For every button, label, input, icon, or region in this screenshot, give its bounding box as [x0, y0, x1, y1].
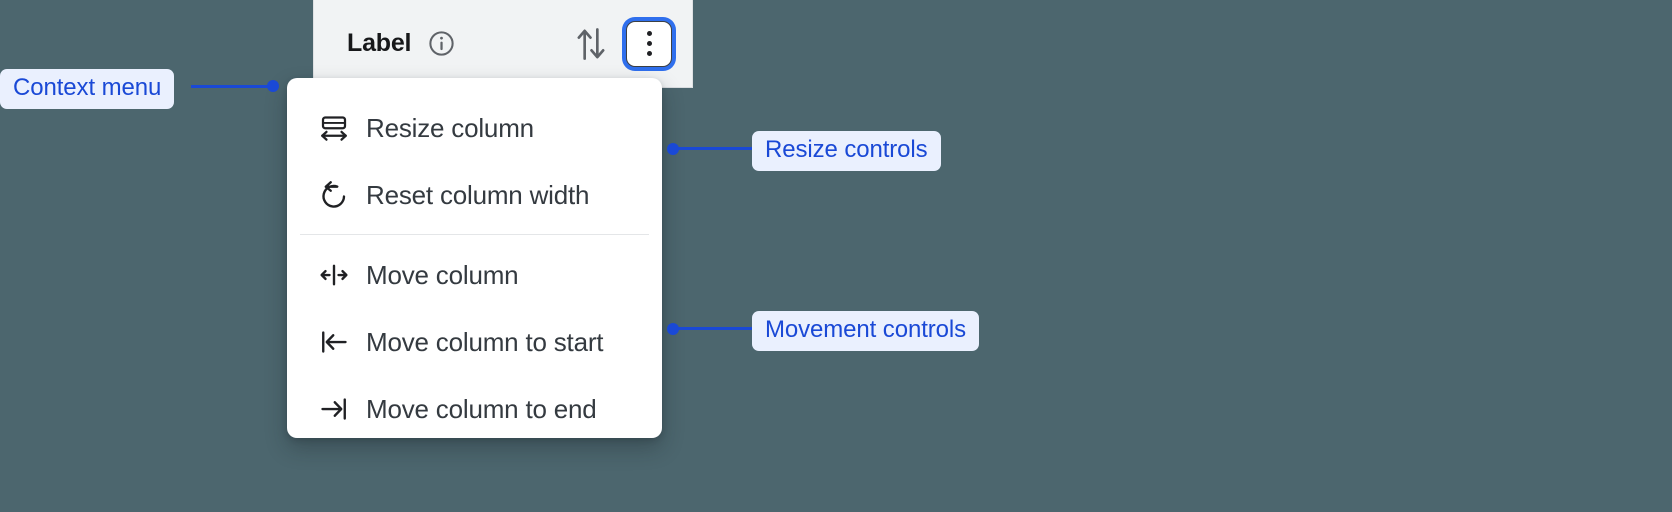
- move-column-icon: [319, 260, 366, 290]
- menu-item-label: Move column to start: [366, 326, 604, 357]
- column-context-menu: Resize column Reset column width: [287, 78, 662, 438]
- menu-item-move-column-to-end[interactable]: Move column to end: [287, 375, 662, 438]
- kebab-menu-icon-dot: [646, 51, 652, 56]
- menu-item-reset-column-width[interactable]: Reset column width: [287, 161, 662, 228]
- menu-item-label: Move column: [366, 259, 519, 290]
- move-to-end-icon: [319, 394, 366, 424]
- column-menu-button[interactable]: [626, 20, 672, 67]
- menu-item-label: Reset column width: [366, 179, 590, 210]
- leader-line-resize-controls: [673, 147, 752, 150]
- page-title: Label: [347, 29, 412, 57]
- menu-item-label: Resize column: [366, 112, 534, 143]
- leader-dot-context-menu: [267, 80, 279, 92]
- resize-column-icon: [319, 113, 366, 143]
- info-circle-icon[interactable]: [411, 29, 456, 58]
- column-header: Label: [313, 0, 693, 88]
- annotation-movement-controls: Movement controls: [752, 311, 980, 351]
- leader-line-movement-controls: [673, 327, 752, 330]
- menu-item-resize-column[interactable]: Resize column: [287, 94, 662, 161]
- menu-item-move-column[interactable]: Move column: [287, 241, 662, 308]
- menu-item-move-column-to-start[interactable]: Move column to start: [287, 308, 662, 375]
- move-to-start-icon: [319, 327, 366, 357]
- annotation-resize-controls: Resize controls: [752, 131, 941, 171]
- sort-arrows-icon[interactable]: [574, 25, 626, 63]
- kebab-menu-icon-dot: [646, 41, 652, 46]
- reset-width-icon: [319, 180, 366, 210]
- kebab-menu-icon: [646, 31, 652, 36]
- leader-line-context-menu: [191, 85, 275, 88]
- annotation-context-menu: Context menu: [0, 69, 175, 109]
- menu-item-label: Move column to end: [366, 393, 597, 424]
- menu-divider: [300, 234, 649, 235]
